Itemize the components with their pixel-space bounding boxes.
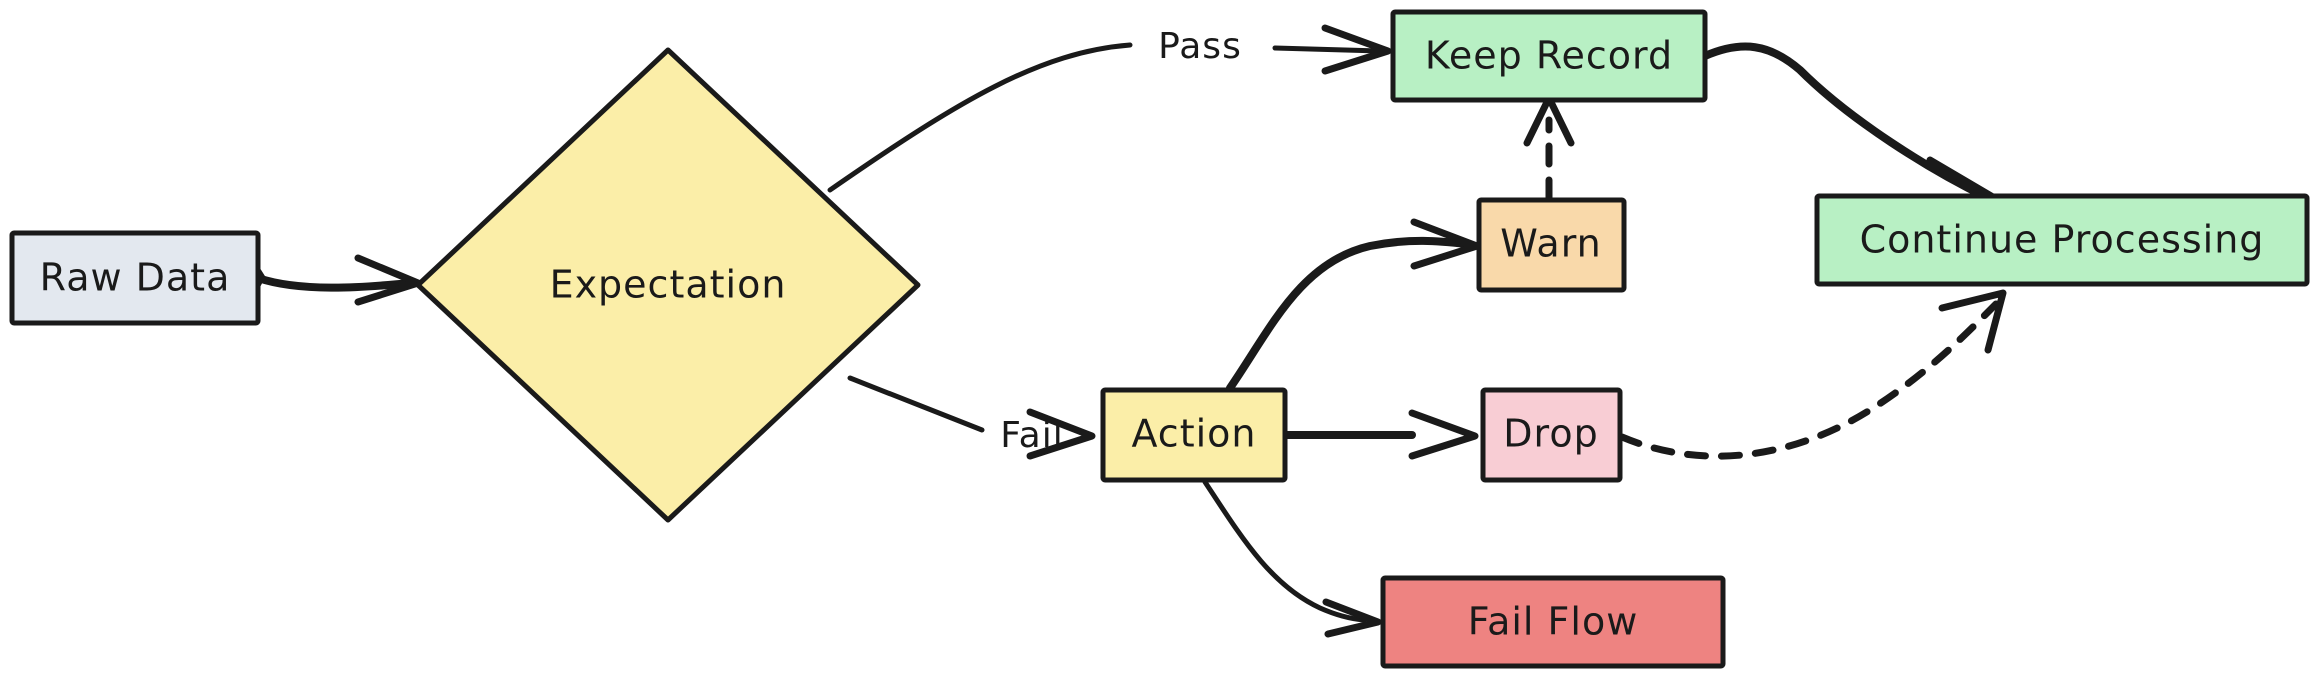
- edge-expectation-to-keep-record-arrowhead: [1321, 24, 1392, 75]
- edge-label-pass: Pass: [1158, 26, 1242, 67]
- node-drop-label: Drop: [1503, 412, 1598, 456]
- node-keep-record-shape[interactable]: [1390, 9, 1708, 103]
- edge-raw-data-to-expectation-arrowhead: [354, 254, 422, 306]
- node-expectation[interactable]: Expectation: [415, 47, 921, 523]
- node-keep-record[interactable]: Keep Record: [1390, 9, 1708, 103]
- edge-action-to-drop-arrowhead: [1408, 409, 1479, 460]
- node-raw-data[interactable]: Raw Data: [9, 230, 261, 326]
- node-warn-shape[interactable]: [1476, 197, 1627, 293]
- node-warn[interactable]: Warn: [1476, 197, 1627, 293]
- node-raw-data-label: Raw Data: [40, 256, 231, 300]
- node-expectation-shape[interactable]: [415, 47, 921, 523]
- edge-warn-to-keep-record: [1523, 94, 1575, 202]
- edge-drop-to-continue-processing-path: [1618, 300, 2000, 460]
- node-drop[interactable]: Drop: [1480, 387, 1623, 483]
- node-action-label: Action: [1131, 412, 1256, 456]
- edge-action-to-fail-flow-arrowhead: [1322, 598, 1382, 638]
- edge-drop-to-continue-processing: [1618, 289, 2007, 460]
- edge-action-to-warn-path: [1226, 236, 1470, 392]
- edge-drop-to-continue-processing-arrowhead: [1938, 289, 2007, 354]
- edge-action-to-fail-flow-path: [1202, 479, 1367, 623]
- node-fail-flow[interactable]: Fail Flow: [1380, 575, 1726, 669]
- edge-expectation-to-keep-record-path-left: [827, 42, 1133, 193]
- edge-raw-data-to-expectation-path: [254, 274, 414, 292]
- edge-expectation-to-keep-record-path-right: [1272, 45, 1383, 54]
- edge-expectation-to-action: [847, 375, 1096, 460]
- edge-keep-record-to-continue-processing: [1701, 42, 2002, 210]
- edge-expectation-to-keep-record: [827, 24, 1392, 193]
- edge-label-fail: Fail: [1000, 415, 1063, 456]
- edge-expectation-to-action-arrowhead: [1026, 408, 1096, 460]
- node-fail-flow-label: Fail Flow: [1468, 600, 1639, 644]
- edge-action-to-warn: [1226, 218, 1481, 392]
- node-action-shape[interactable]: [1100, 387, 1288, 483]
- node-continue-processing[interactable]: Continue Processing: [1814, 193, 2310, 287]
- edge-expectation-to-action-path: [847, 375, 985, 433]
- node-raw-data-shape[interactable]: [9, 230, 261, 326]
- edge-keep-record-to-continue-processing-path: [1701, 42, 1992, 202]
- node-warn-label: Warn: [1500, 222, 1601, 266]
- edge-action-to-drop: [1281, 409, 1479, 460]
- edge-action-to-fail-flow: [1202, 479, 1382, 638]
- node-expectation-label: Expectation: [550, 263, 787, 307]
- edge-raw-data-to-expectation: [247, 254, 422, 306]
- node-keep-record-label: Keep Record: [1425, 34, 1673, 78]
- node-drop-shape[interactable]: [1480, 387, 1623, 483]
- node-fail-flow-shape[interactable]: [1380, 575, 1726, 669]
- node-action[interactable]: Action: [1100, 387, 1288, 483]
- node-continue-processing-shape[interactable]: [1814, 193, 2310, 287]
- node-continue-processing-label: Continue Processing: [1860, 218, 2265, 262]
